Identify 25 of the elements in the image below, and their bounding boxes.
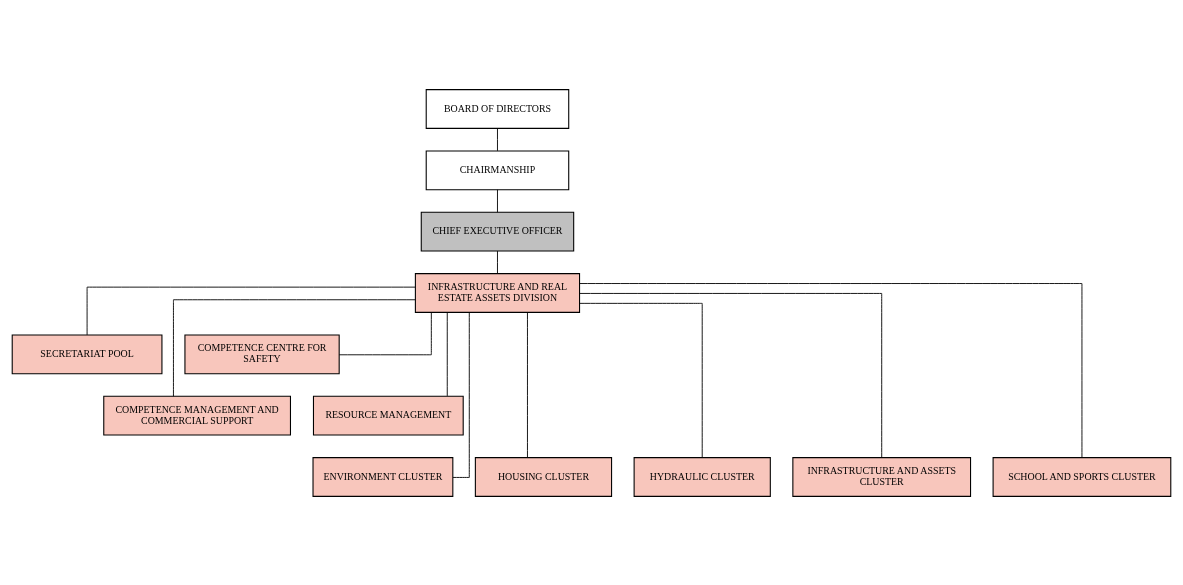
- connector: [579, 292, 883, 458]
- connector: [452, 311, 470, 478]
- connector: [338, 311, 432, 355]
- connector: [497, 127, 498, 151]
- node-box: CHIEF EXECUTIVE OFFICER: [420, 211, 575, 252]
- node-box: ENVIRONMENT CLUSTER: [312, 456, 454, 497]
- node-box: HYDRAULIC CLUSTER: [633, 456, 771, 497]
- node-box: HOUSING CLUSTER: [474, 456, 613, 497]
- node-box: BOARD OF DIRECTORS: [425, 88, 570, 129]
- node-box: INFRASTRUCTURE AND REAL ESTATE ASSETS DIVISION: [414, 272, 581, 313]
- node-box: CHAIRMANSHIP: [425, 149, 570, 190]
- node-box: COMPETENCE CENTRE FOR SAFETY: [184, 333, 340, 374]
- node-box: INFRASTRUCTURE AND ASSETS CLUSTER: [792, 456, 972, 497]
- connector: [446, 311, 448, 396]
- connector: [579, 302, 703, 458]
- connector: [527, 311, 528, 458]
- connector: [497, 188, 498, 213]
- node-box: SECRETARIAT POOL: [11, 333, 163, 374]
- connector: [497, 250, 498, 274]
- node-box: RESOURCE MANAGEMENT: [312, 395, 464, 436]
- connector: [86, 286, 416, 335]
- node-box: SCHOOL AND SPORTS CLUSTER: [992, 456, 1172, 497]
- node-box: COMPETENCE MANAGEMENT AND COMMERCIAL SUPPORT: [103, 395, 291, 436]
- connector: [579, 282, 1083, 458]
- connector: [173, 298, 416, 397]
